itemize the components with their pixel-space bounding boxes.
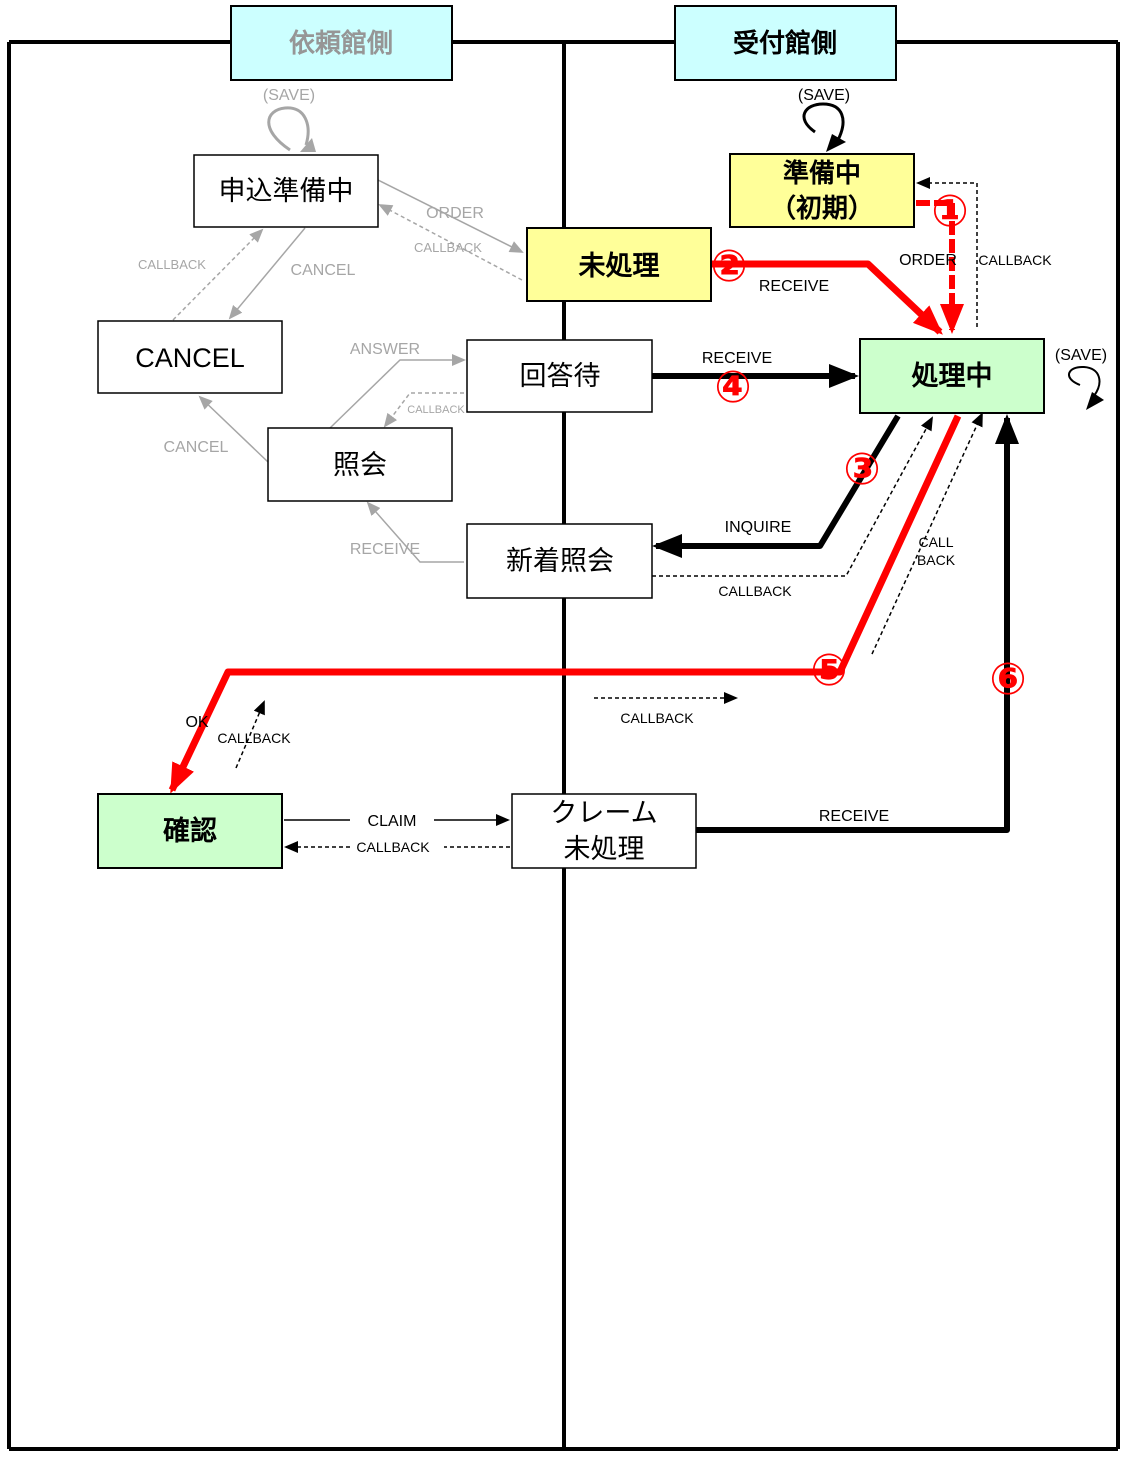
- lane-title-receiver: 受付館側: [733, 28, 837, 59]
- label-receive-4: RECEIVE: [702, 350, 772, 367]
- state-shinchaku: 新着照会: [466, 523, 653, 599]
- black-flows: [235, 102, 1104, 853]
- state-moshikomi: 申込準備中: [193, 154, 379, 228]
- label-receive-gray: RECEIVE: [350, 541, 420, 558]
- arrow-receive-6: [696, 414, 1019, 833]
- label-callback-gray2: CALLBACK: [407, 404, 465, 416]
- state-shokai-label: 照会: [333, 450, 387, 481]
- arrow-answer-gray: [329, 354, 466, 429]
- state-cancel-label: CANCEL: [135, 343, 245, 373]
- state-claim: クレーム 未処理: [511, 793, 697, 869]
- state-shinchaku-label: 新着照会: [506, 546, 614, 577]
- arrow-receive-2: [712, 260, 943, 335]
- state-moshikomi-label: 申込準備中: [219, 176, 354, 207]
- label-cancel-gray2: CANCEL: [164, 439, 229, 456]
- label-answer-gray: ANSWER: [350, 341, 420, 358]
- label-order: ORDER: [899, 252, 957, 269]
- lane-header-receiver: 受付館側: [674, 5, 897, 81]
- state-kaitoumachi: 回答待: [466, 339, 653, 413]
- step-numbers: ① ② ③ ④ ⑤ ⑥: [710, 186, 1026, 705]
- step-6: ⑥: [989, 654, 1026, 705]
- arrow-order-1: [916, 200, 964, 334]
- label-callback-gray-left: CALLBACK: [138, 257, 206, 272]
- label-cancel-gray1: CANCEL: [291, 262, 356, 279]
- arrow-callback-gray2: [383, 392, 464, 428]
- label-callback-shinchaku: CALLBACK: [718, 583, 792, 599]
- label-order-gray: ORDER: [426, 205, 484, 222]
- arrow-callback-5: [871, 412, 983, 655]
- label-inquire: INQUIRE: [725, 519, 792, 536]
- state-shorichu: 処理中: [859, 338, 1045, 414]
- red-flows: [168, 200, 964, 794]
- state-kakunin-label: 確認: [163, 815, 217, 847]
- step-1: ①: [931, 186, 968, 237]
- arrow-receive-gray: [366, 501, 464, 563]
- step-2: ②: [710, 241, 747, 292]
- save-loop-shorichu: [1068, 365, 1101, 397]
- black-labels: (SAVE) (SAVE) ORDER CALLBACK RECEIVE REC…: [185, 87, 1107, 855]
- label-callback-legend: CALLBACK: [620, 710, 694, 726]
- state-kakunin: 確認: [97, 793, 283, 869]
- arrow-cancel-gray2: [198, 395, 269, 463]
- state-junbi-label2: （初期）: [770, 194, 874, 224]
- state-junbi-label1: 準備中: [783, 158, 861, 189]
- state-shorichu-label: 処理中: [912, 360, 993, 392]
- label-ok: OK: [185, 714, 208, 731]
- label-save-left: (SAVE): [263, 87, 315, 104]
- arrow-callback-junbi: [916, 177, 978, 327]
- lane-header-requester: 依頼館側: [230, 5, 453, 81]
- state-shokai: 照会: [267, 427, 453, 502]
- arrow-cancel-gray1: [228, 227, 306, 320]
- arrow-callback-ok: [235, 700, 265, 769]
- label-back: BACK: [917, 552, 956, 568]
- label-save-shorichu: (SAVE): [1055, 347, 1107, 364]
- gray-flows: [172, 106, 524, 563]
- label-call: CALL: [918, 534, 953, 550]
- state-mishori: 未処理: [526, 227, 712, 302]
- state-claim-label1: クレーム: [550, 798, 657, 829]
- arrow-inquire-3: [652, 414, 901, 558]
- label-callback-claim: CALLBACK: [356, 839, 430, 855]
- lane-title-requester: 依頼館側: [289, 28, 393, 59]
- step-5: ⑤: [810, 645, 847, 696]
- step-3: ③: [843, 444, 880, 495]
- arrow-ok-5: [168, 414, 962, 794]
- save-loop-junbi: [802, 102, 845, 141]
- state-junbi: 準備中 （初期）: [729, 153, 915, 228]
- label-receive-6: RECEIVE: [819, 808, 889, 825]
- state-claim-label2: 未処理: [564, 834, 645, 865]
- gray-labels: (SAVE) ORDER CALLBACK CALLBACK CANCEL AN…: [138, 87, 484, 558]
- label-receive-2: RECEIVE: [759, 278, 829, 295]
- label-callback-junbi: CALLBACK: [978, 252, 1052, 268]
- state-kaitoumachi-label: 回答待: [520, 361, 601, 392]
- save-loop-left: [267, 106, 310, 152]
- label-save-junbi: (SAVE): [798, 87, 850, 104]
- label-callback-ok: CALLBACK: [217, 730, 291, 746]
- arrow-order-gray: [377, 179, 524, 253]
- label-callback-gray1: CALLBACK: [414, 240, 482, 255]
- state-cancel: CANCEL: [97, 320, 283, 394]
- step-4: ④: [714, 362, 751, 413]
- state-mishori-label: 未処理: [579, 250, 660, 282]
- label-claim: CLAIM: [368, 813, 417, 830]
- arrow-callback-gray1: [378, 204, 523, 281]
- arrow-callback-shinchaku: [652, 416, 933, 577]
- arrow-callback-gray-left: [172, 228, 264, 321]
